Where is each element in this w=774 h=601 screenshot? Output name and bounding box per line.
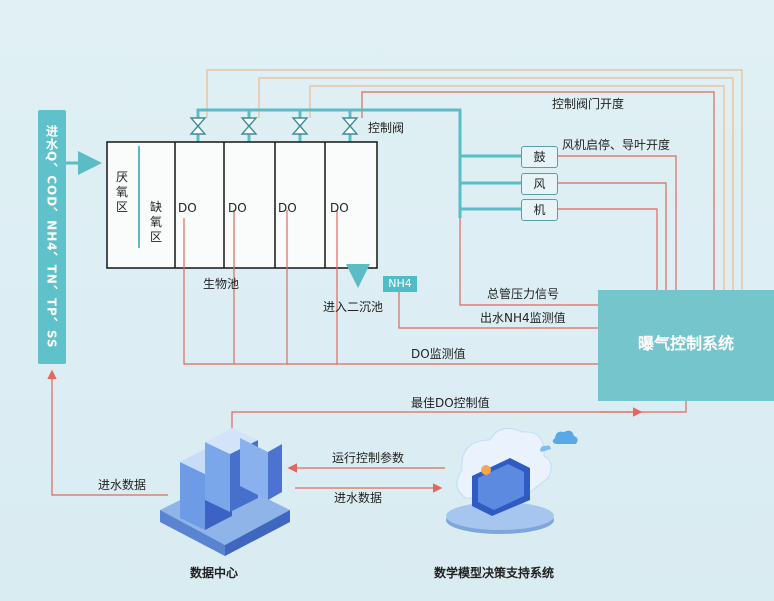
valves [189, 117, 359, 135]
aeration-control-system-box: 曝气控制系统 [598, 290, 774, 401]
aeration-control-system-label: 曝气控制系统 [637, 334, 734, 353]
data-center-label: 数据中心 [190, 566, 239, 580]
pressure-signal-label: 总管压力信号 [487, 287, 560, 301]
blower-char-2: 风 [521, 173, 558, 195]
inflow-params-text: 进水Q、COD、NH4、TN、TP、SS [44, 125, 59, 349]
inflow-data-left-arrow [47, 369, 168, 496]
valve-signal-lines [206, 69, 743, 290]
nh4-tag: NH4 [383, 276, 417, 292]
to-clarifier-label: 进入二沉池 [323, 300, 384, 314]
inflow-data-right-label: 进水数据 [334, 491, 383, 505]
blower-char-3: 机 [521, 199, 558, 221]
effluent-nh4-label: 出水NH4监测值 [480, 311, 566, 325]
operation-params-label: 运行控制参数 [332, 451, 405, 465]
decision-system-label: 数学模型决策支持系统 [434, 566, 555, 580]
pressure-line [459, 218, 598, 306]
bio-tank [106, 141, 378, 269]
bio-tank-label: 生物池 [203, 277, 240, 291]
do-cell-4: DO [330, 201, 349, 215]
anaerobic-zone-label: 厌氧区 [116, 170, 129, 214]
do-cell-3: DO [278, 201, 297, 215]
inflow-params-box: 进水Q、COD、NH4、TN、TP、SS [38, 110, 66, 364]
nh4-line [398, 292, 598, 329]
blower-char-1: 鼓 [521, 146, 558, 168]
control-valve-label: 控制阀 [368, 121, 405, 135]
best-do-line [231, 401, 687, 438]
anoxic-zone-label: 缺氧区 [150, 200, 163, 244]
valve-opening-label: 控制阀门开度 [552, 97, 625, 111]
best-do-label: 最佳DO控制值 [411, 396, 490, 410]
decision-graphic [446, 427, 578, 534]
do-monitor-label: DO监测值 [411, 347, 466, 361]
fan-start-stop-label: 风机启停、导叶开度 [562, 138, 671, 152]
valve-red-line [361, 91, 715, 290]
do-cell-1: DO [178, 201, 197, 215]
do-cell-2: DO [228, 201, 247, 215]
inflow-data-left-label: 进水数据 [98, 478, 147, 492]
do-monitor-lines [183, 210, 598, 365]
blower-signal-lines [556, 155, 677, 290]
data-center-graphic [160, 428, 290, 556]
